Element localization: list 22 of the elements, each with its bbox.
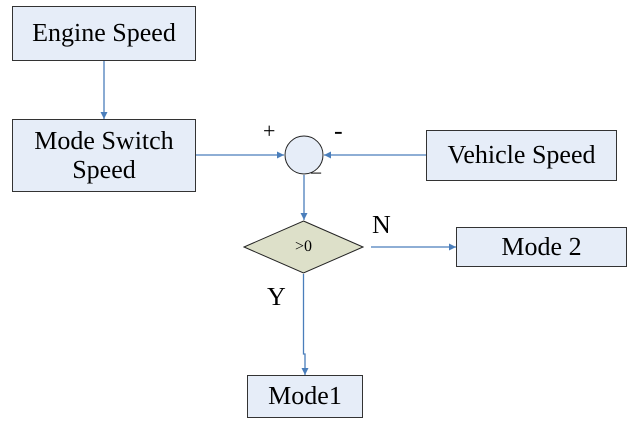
arrow: [196, 152, 284, 158]
process-box: [456, 227, 627, 267]
arrow: [300, 175, 308, 220]
process-box: [247, 375, 363, 418]
edge-label: Y: [267, 284, 286, 310]
arrow: [371, 244, 456, 250]
process-box: [12, 119, 196, 192]
box-label: Mode Switch Speed: [33, 126, 175, 184]
arrow: [302, 274, 308, 375]
box-label: Mode 2: [501, 232, 582, 262]
arrow: [324, 152, 426, 158]
process-box: [12, 6, 196, 61]
sign-label: -: [334, 118, 343, 144]
box-label: Engine Speed: [32, 19, 176, 48]
condition-label: >0: [294, 238, 312, 256]
process-box: [426, 130, 617, 181]
sign-label: +: [263, 120, 276, 142]
box-label: Mode1: [268, 382, 342, 411]
box-label: Vehicle Speed: [447, 141, 596, 170]
edge-label: N: [372, 212, 391, 238]
sign-label: _: [311, 155, 321, 175]
arrow: [100, 61, 108, 119]
